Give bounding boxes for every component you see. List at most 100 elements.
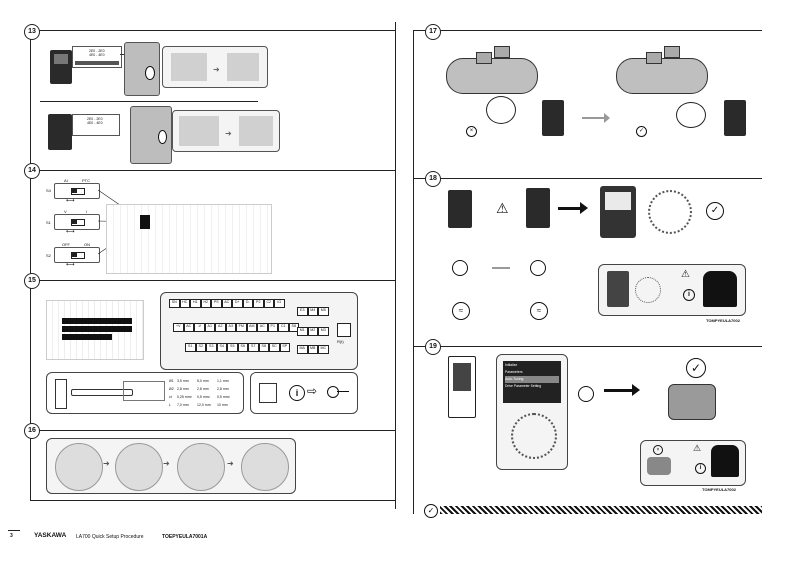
terminal-label: D- (242, 299, 253, 308)
prohibited-icon: × (466, 126, 477, 137)
menu-item[interactable]: Auto-Tuning (505, 376, 559, 383)
switch-s2-slot (71, 252, 85, 259)
check-circle-icon: ✓ (706, 202, 724, 220)
screw-terminal-label: R(t) (337, 339, 344, 344)
drive-icon (724, 100, 746, 136)
terminal-label: AC (183, 323, 194, 332)
keypad-mini (453, 363, 471, 391)
terminal-label: SC (269, 343, 280, 352)
drive-icon (542, 100, 564, 136)
wire-spec-cell: 5,0 mm (197, 379, 209, 383)
menu-item[interactable]: Parameters (505, 370, 523, 374)
wire-dimension-icon (123, 381, 165, 401)
wire-spec-cell: 12,0 mm (197, 403, 211, 407)
warning-icon: ⚠ (693, 443, 702, 453)
switch-s4-slot (71, 188, 85, 195)
terminal-strip-3 (62, 334, 112, 340)
terminal-label: +V (173, 323, 184, 332)
arrow-right-icon: ➜ (163, 459, 170, 468)
motor-icon (676, 102, 706, 128)
terminal-label: M2 (307, 327, 318, 336)
terminal-label: S6 (237, 343, 248, 352)
document-title: LA700 Quick Setup Procedure (76, 534, 144, 540)
terminal-label: D+ (232, 299, 243, 308)
step-19-info-panel: × ⚠ i (640, 440, 746, 486)
terminal-label: S2 (195, 343, 206, 352)
rating-label-text: 2E0 - 2E0 4E0 - 4E0 (89, 49, 105, 57)
drive-icon (526, 188, 550, 228)
switch-s1-label: S1 (46, 220, 51, 225)
ready-dial-icon (635, 277, 661, 303)
step-19-doc-code: TOMPYEULA7002 (702, 487, 736, 492)
terminal-cover-removed-image (227, 53, 259, 81)
terminal-label: MA (297, 345, 308, 354)
menu-item[interactable]: Initialize (505, 363, 518, 367)
document-code: TOEPYEULA7001A (162, 534, 208, 540)
step-18-separator (413, 178, 762, 179)
ring-terminal-tail (337, 391, 349, 392)
terminal-label: S5 (227, 343, 238, 352)
arrow-right-icon: ➜ (225, 129, 232, 138)
step-13-top-panel: 2E0 - 2E0 4E0 - 4E0 ➜ (40, 40, 270, 96)
step-19-separator (413, 346, 762, 347)
terminal-label: S4 (216, 343, 227, 352)
terminal-strip-2 (62, 326, 132, 332)
wire-spec-cell: Ø2 (169, 387, 174, 391)
switch-s1-left-label: V (64, 209, 67, 214)
keypad-menu-screen: Initialize Parameters Auto-Tuning Drive … (503, 361, 561, 403)
drive-icon (48, 114, 72, 150)
arrow-right-icon (582, 117, 608, 119)
info-icon: i (683, 289, 695, 301)
terminal-label: IG (274, 299, 285, 308)
wire-spec-cell: 2,8 mm (177, 387, 189, 391)
wire-spec-cell: ct (169, 395, 172, 399)
cover-install-image-4 (241, 443, 289, 491)
rating-label-bar (75, 61, 119, 65)
wire-spec-cell: 10 mm (217, 403, 228, 407)
terminal-cover-removal-image (171, 53, 207, 81)
terminal-label: -V (194, 323, 205, 332)
switch-s1-slot (71, 219, 85, 226)
wire-spec-cell: 2,8 mm (217, 387, 229, 391)
step-18-doc-code: TOMPYEULA7002 (706, 318, 740, 323)
terminal-label: M4 (307, 307, 318, 316)
terminal-strip-1 (62, 318, 132, 324)
step-13-badge: 13 (24, 24, 40, 40)
magnifier-circle-icon (158, 130, 167, 144)
wire-spec-cell: 1,1 mm (217, 379, 229, 383)
step-17-badge: 17 (425, 24, 441, 40)
menu-item[interactable]: Drive Parameter Setting (505, 384, 542, 388)
terminal-label: S3 (206, 343, 217, 352)
step-18-info-panel: ⚠ i (598, 264, 746, 316)
arrow-right-icon: ➜ (227, 459, 234, 468)
terminal-label: S1 (185, 343, 196, 352)
step-15-badge: 15 (24, 273, 40, 289)
left-column-left-border (30, 30, 31, 500)
right-top-border (413, 30, 762, 31)
switch-s2-label: S2 (46, 253, 51, 258)
wire-spec-cell: 2,8 mm (197, 387, 209, 391)
warning-icon: ⚠ (496, 200, 509, 216)
switch-s4-label: S4 (46, 188, 51, 193)
keypad-icon (600, 186, 636, 238)
check-circle-icon: ✓ (686, 358, 706, 378)
cover-install-image-2 (115, 443, 163, 491)
terminal-label: M5 (318, 307, 329, 316)
terminal-label: SN (169, 299, 180, 308)
switch-block-highlight (140, 215, 150, 229)
completion-check-icon: ✓ (424, 504, 438, 518)
step-14-separator (30, 170, 395, 171)
double-arrow-icon: ⟷ (66, 229, 75, 235)
cover-install-image-1 (55, 443, 103, 491)
arrow-right-icon: ⇨ (307, 384, 318, 398)
arrow-right-icon (558, 207, 582, 210)
wire-ferrule-icon (71, 389, 133, 396)
terminal-label: H1 (190, 299, 201, 308)
screw-terminal-icon (337, 323, 351, 337)
